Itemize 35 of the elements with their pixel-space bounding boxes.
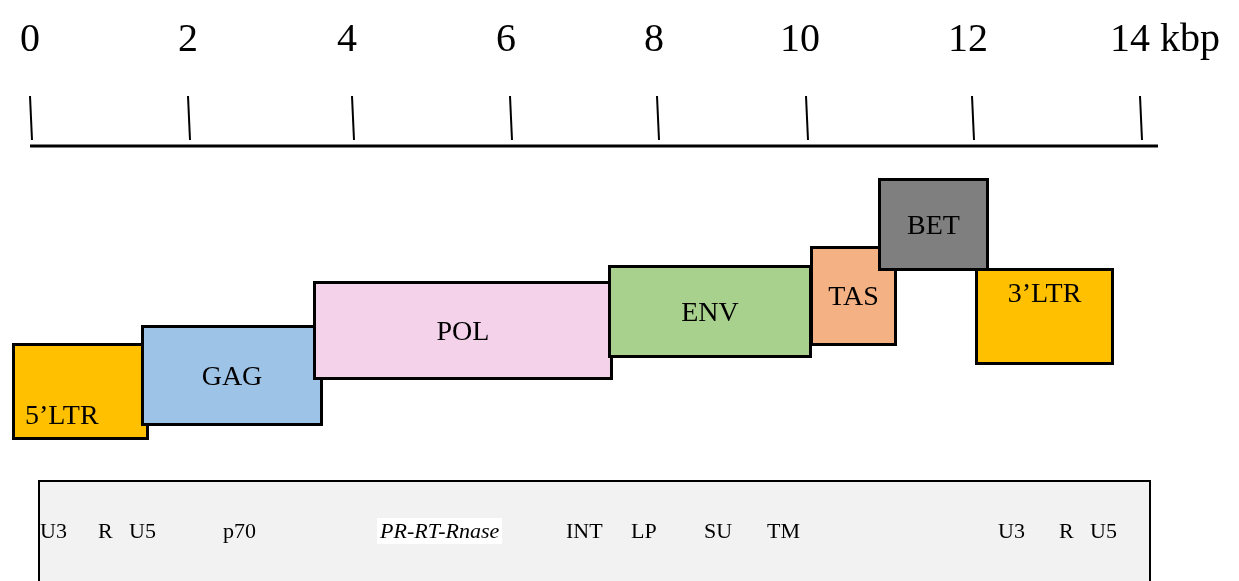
- region-label: SU: [704, 518, 733, 544]
- scale-number: 10: [780, 14, 820, 61]
- region-label: U5: [1090, 518, 1117, 544]
- scale-number: 8: [644, 14, 664, 61]
- gene-box: [608, 265, 812, 358]
- gene-box: [313, 281, 613, 380]
- region-label: p70: [223, 518, 256, 544]
- gene-label: POL: [436, 314, 490, 347]
- region-label: R: [1059, 518, 1074, 544]
- gene-box: [12, 343, 149, 440]
- gene-label: GAG: [201, 359, 263, 392]
- gene-box: [810, 246, 897, 346]
- gene-box: [141, 325, 323, 426]
- gene-label: ENV: [681, 295, 739, 328]
- region-label: U3: [998, 518, 1025, 544]
- region-label: LP: [631, 518, 657, 544]
- scale-number: 0: [20, 14, 40, 61]
- gene-label: 5’LTR: [25, 399, 99, 431]
- scale-number: 2: [178, 14, 198, 61]
- region-label: R: [98, 518, 113, 544]
- scale-number: 6: [496, 14, 516, 61]
- region-label: TM: [767, 518, 800, 544]
- gene-label: TAS: [828, 280, 879, 312]
- gene-box: [975, 268, 1114, 365]
- scale-number: 14 kbp: [1110, 14, 1220, 61]
- gene-label: 3’LTR: [1007, 277, 1082, 309]
- region-label: U5: [129, 518, 156, 544]
- gene-label: BET: [907, 208, 960, 241]
- gene-box: [878, 178, 989, 271]
- scale-number: 12: [948, 14, 988, 61]
- region-band: [38, 480, 1151, 581]
- scale-number: 4: [337, 14, 357, 61]
- region-label: PR-RT-Rnase: [377, 518, 503, 544]
- region-label: U3: [40, 518, 67, 544]
- region-label: INT: [566, 518, 603, 544]
